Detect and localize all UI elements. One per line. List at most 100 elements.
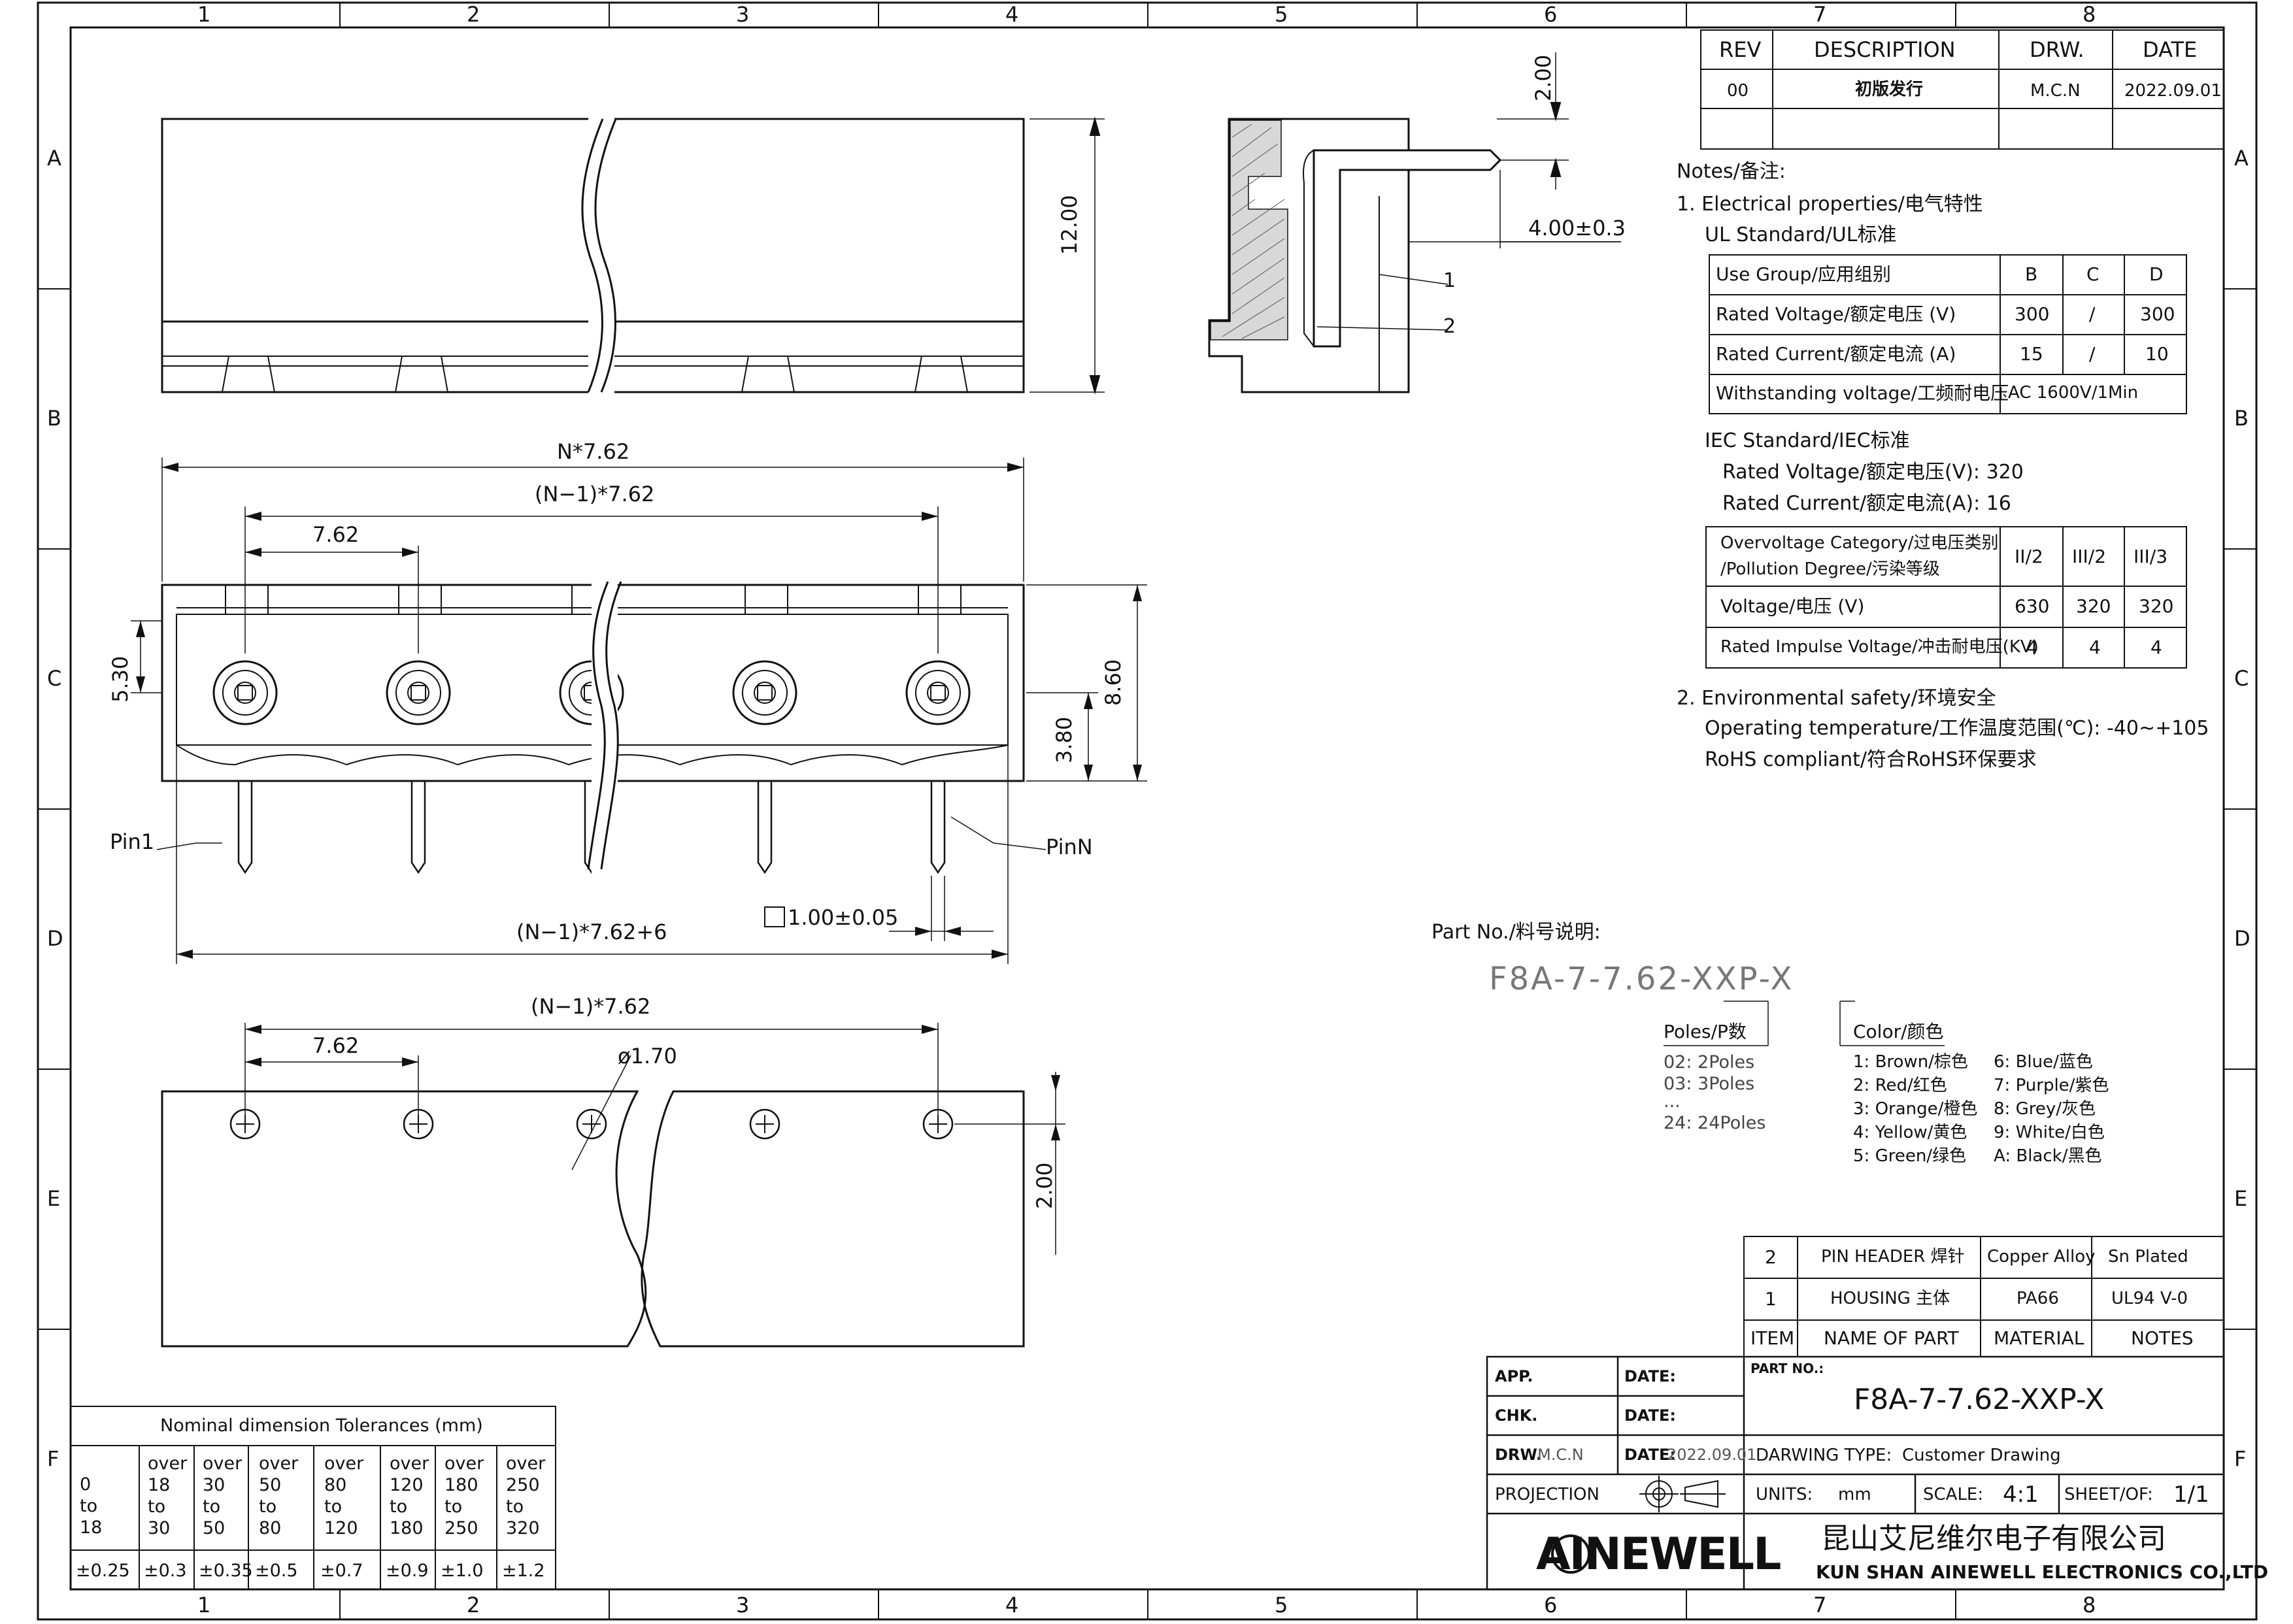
notes-title: Notes/备注: [1677,160,1786,183]
notes-iec-voltage: Rated Voltage/额定电压(V): 320 [1722,461,2024,484]
row-label-c: C [47,666,62,691]
tolerance-range-text: 250 [444,1518,478,1538]
ul-row2-label: Rated Voltage/额定电压 (V) [1716,303,1956,325]
col-label-8: 8 [2083,2,2096,27]
tolerance-range-text: 320 [506,1518,540,1538]
ul-row3-d: 10 [2145,343,2169,365]
tolerance-range-text: to [203,1497,221,1517]
col-label-5: 5 [1275,2,1288,27]
ainewell-logo [1551,1534,1590,1574]
tb-chk: CHK. [1495,1406,1538,1425]
ul-row2-c: / [2089,303,2096,325]
dim-top-height: 12.00 [1057,195,1082,255]
dim-front-right-height: 8.60 [1101,659,1126,706]
dim-pcb-pitch: 7.62 [312,1033,360,1058]
tolerance-range-text: over [203,1453,243,1474]
bom-header-material: MATERIAL [1994,1327,2084,1349]
col-label-5-bottom: 5 [1275,1593,1288,1617]
notes-ul-standard: UL Standard/UL标准 [1705,224,1897,246]
row-label-c-right: C [2234,666,2249,691]
bom-row2-notes: UL94 V-0 [2111,1289,2188,1308]
tolerance-value: ±1.0 [441,1561,484,1581]
iec-table-grid [1705,526,2187,669]
bom-row1-material: Copper Alloy [1987,1247,2096,1267]
rev-header-date: DATE [2143,37,2198,62]
rev-header-drw: DRW. [2030,37,2084,62]
ul-row4-label: Withstanding voltage/工频耐电压 [1716,382,2009,404]
row-label-b-right: B [2234,406,2249,431]
tb-company-en: KUN SHAN AINEWELL ELECTRONICS CO.,LTD [1816,1561,2269,1583]
poles-item-2: 03: 3Poles [1664,1074,1755,1094]
bom-row1-name: PIN HEADER 焊针 [1821,1247,1965,1267]
row-label-b: B [47,406,61,431]
front-terminal-1 [212,660,278,725]
iec-header-v2: III/2 [2072,546,2107,567]
dim-front-pitch: 7.62 [312,522,360,547]
terminal-ring [905,660,971,725]
tolerance-range-text: 250 [506,1475,540,1495]
color-left-3: 3: Orange/橙色 [1853,1099,1978,1119]
col-label-1: 1 [197,2,211,27]
col-label-6-bottom: 6 [1544,1593,1558,1617]
tolerance-value: ±0.25 [76,1561,130,1581]
revision-table-grid [1700,29,2224,150]
tolerance-range-text: over [324,1453,364,1474]
color-left-2: 2: Red/红色 [1853,1076,1947,1095]
dim-pcb-span: (N−1)*7.62 [531,994,651,1019]
tolerance-range-text: 18 [148,1475,171,1495]
front-terminal-4 [732,660,797,725]
dim-side-offset: 4.00±0.3 [1528,216,1626,240]
pcb-layout-view [161,1023,1065,1348]
col-label-4-bottom: 4 [1005,1593,1019,1617]
tb-units-label: UNITS: [1756,1485,1813,1504]
part-number-label: Part No./料号说明: [1431,921,1601,944]
iec-header-line1: Overvoltage Category/过电压类别 [1720,533,1999,553]
iec-row1-v3: 320 [2139,595,2174,617]
front-terminal-5 [905,660,971,725]
ul-row1-d: D [2149,263,2164,285]
tolerance-value: ±0.35 [199,1561,253,1581]
front-view [131,457,1147,964]
color-title: Color/颜色 [1853,1021,1944,1042]
col-label-7: 7 [1813,2,1827,27]
top-view-latches [222,356,968,393]
rev-value-description: 初版发行 [1855,80,1924,99]
poles-item-4: 24: 24Poles [1664,1113,1766,1133]
notes-environmental: 2. Environmental safety/环境安全 [1677,687,1996,710]
row-label-d-right: D [2234,926,2251,951]
color-right-4: 9: White/白色 [1994,1123,2105,1142]
iec-row1-label: Voltage/电压 (V) [1720,595,1865,617]
tolerance-range-text: 180 [390,1518,424,1538]
tolerance-value: ±0.3 [144,1561,187,1581]
tolerance-range-text: to [148,1497,166,1517]
tolerance-value: ±1.2 [502,1561,545,1581]
notes-rohs: RoHS compliant/符合RoHS环保要求 [1705,748,2037,771]
terminal-screw-square [757,685,773,701]
dim-front-overall: N*7.62 [557,439,630,464]
tolerance-range-text: to [444,1497,463,1517]
tb-drw-value: M.C.N [1537,1446,1584,1464]
color-right-1: 6: Blue/蓝色 [1994,1052,2093,1072]
terminal-ring [915,670,961,716]
rev-value-rev: 00 [1727,81,1749,101]
tolerance-range-text: 50 [203,1518,226,1538]
part-number-code: F8A-7-7.62-XXP-X [1489,961,1794,997]
tb-app: APP. [1495,1367,1533,1385]
tolerance-range-text: to [324,1497,343,1517]
tb-scale: 4:1 [2003,1482,2039,1508]
tb-drawing-type: Customer Drawing [1902,1446,2061,1465]
iec-row2-label: Rated Impulse Voltage/冲击耐电压(KV) [1720,637,2039,657]
ul-row3-c: / [2089,343,2096,365]
ul-table-grid [1709,254,2187,414]
tolerance-range-text: 30 [148,1518,171,1538]
iec-header-v1: II/2 [2015,546,2043,567]
col-label-6: 6 [1544,2,1558,27]
tolerance-range-text: to [259,1497,277,1517]
bom-row2-material: PA66 [2017,1289,2059,1308]
terminal-ring [742,670,788,716]
dim-front-span: (N−1)*7.62 [535,482,655,506]
tb-company-cn: 昆山艾尼维尔电子有限公司 [1821,1522,2166,1555]
tb-part-no: F8A-7-7.62-XXP-X [1854,1383,2105,1416]
iec-row1-v2: 320 [2076,595,2111,617]
